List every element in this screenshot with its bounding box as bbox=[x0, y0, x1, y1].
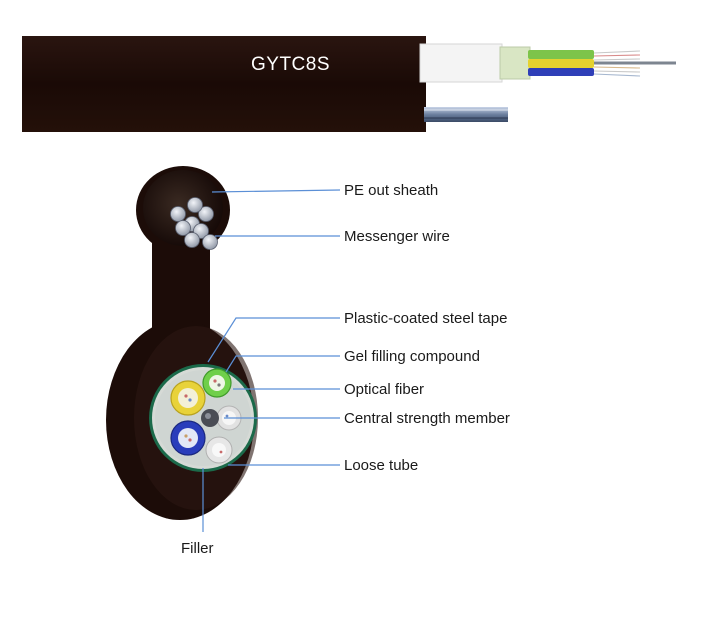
label-central-member: Central strength member bbox=[344, 410, 510, 427]
loose-tube-green bbox=[528, 50, 594, 59]
label-pe-sheath: PE out sheath bbox=[344, 182, 438, 199]
leader-lines bbox=[202, 189, 341, 532]
messenger-wire-end bbox=[424, 107, 508, 122]
cable-model-label: GYTC8S bbox=[251, 54, 330, 75]
inner-jacket bbox=[419, 43, 503, 83]
messenger-strands bbox=[170, 197, 218, 250]
leader-pe-sheath bbox=[211, 189, 341, 193]
loose-tube-yellow bbox=[528, 59, 594, 68]
steel-tape-layer bbox=[499, 46, 531, 80]
label-filler: Filler bbox=[181, 540, 214, 557]
cable-cross-section bbox=[106, 166, 258, 520]
component-labels: PE out sheath Messenger wire Plastic-coa… bbox=[181, 182, 510, 557]
label-loose-tube: Loose tube bbox=[344, 457, 418, 474]
loose-tube-blue bbox=[528, 68, 594, 76]
label-steel-tape: Plastic-coated steel tape bbox=[344, 310, 507, 327]
label-messenger-wire: Messenger wire bbox=[344, 228, 450, 245]
cable-side-view: GYTC8S bbox=[22, 36, 676, 132]
leader-gel bbox=[225, 355, 340, 373]
label-optical-fiber: Optical fiber bbox=[344, 381, 424, 398]
optical-fibers bbox=[184, 379, 229, 454]
leader-steel-tape bbox=[207, 317, 340, 363]
cable-outer-sheath bbox=[22, 36, 426, 132]
label-gel: Gel filling compound bbox=[344, 348, 480, 365]
